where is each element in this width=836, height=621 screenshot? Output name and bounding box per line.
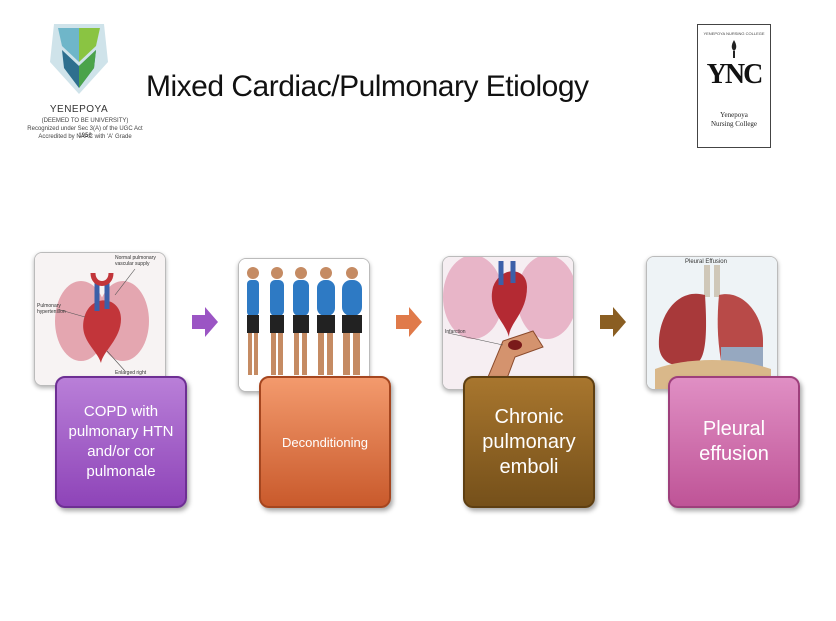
image-label-normal-pulmonary: Normal pulmonary [115, 255, 156, 261]
logo-line-2: Recognized under Sec 3(A) of the UGC Act… [27, 126, 143, 139]
image-label-pulmonary: Pulmonary [37, 303, 61, 309]
image-card-pulmonary-embolism: Infarction [442, 256, 574, 390]
step-box-chronic-pulmonary-emboli: Chronic pulmonary emboli [463, 376, 595, 508]
image-label-hypertension: hypertension [37, 309, 66, 315]
yenepoya-nursing-college-logo: YENEPOYA NURSING COLLEGE YNC Yenepoya Nu… [697, 24, 771, 148]
image-card-heart-lungs: Normal pulmonary vascular supply Pulmona… [34, 252, 166, 386]
heart-lungs-icon [35, 253, 165, 385]
step-box-copd: COPD with pulmonary HTN and/or cor pulmo… [55, 376, 187, 508]
arrow-right-icon [396, 307, 422, 337]
shield-icon [50, 24, 108, 94]
step-label: Chronic pulmonary emboli [482, 405, 576, 478]
arrow-right-icon [192, 307, 218, 337]
pulmonary-embolism-icon [443, 257, 573, 389]
step-label: Deconditioning [281, 434, 368, 450]
people-weight-gain-icon [239, 259, 369, 391]
lamp-flame-icon [731, 40, 737, 58]
step-label: COPD with pulmonary HTN and/or cor pulmo… [68, 403, 174, 480]
step-box-pleural-effusion: Pleural effusion [668, 376, 800, 508]
arrow-shape [192, 307, 218, 337]
image-card-pleural-effusion: Pleural Effusion [646, 256, 778, 390]
logo-top-text: YENEPOYA NURSING COLLEGE [703, 31, 765, 36]
logo-name-line-2: Nursing College [710, 120, 758, 128]
pleural-effusion-icon [647, 257, 777, 389]
yenepoya-university-logo: YENEPOYA (DEEMED TO BE UNIVERSITY) Recog… [24, 22, 146, 154]
image-label-enlarged-right: Enlarged right [115, 370, 147, 376]
arrow-shape [600, 307, 626, 337]
logo-line-1: (DEEMED TO BE UNIVERSITY) [41, 118, 129, 124]
image-label-infarction: Infarction [445, 329, 466, 335]
logo-name-line-1: Yenepoya [720, 111, 748, 119]
image-label-vascular-supply: vascular supply [115, 261, 150, 267]
logo-line-3: Accredited by NAAC with 'A' Grade [38, 134, 132, 140]
logo-monogram: YNC [706, 59, 764, 90]
logo-name: Yenepoya Nursing College [698, 111, 770, 129]
step-box-deconditioning: Deconditioning [259, 376, 391, 508]
brand-name: YENEPOYA [49, 104, 109, 115]
step-label: Pleural effusion [699, 418, 769, 465]
arrow-shape [396, 307, 422, 337]
image-card-people [238, 258, 370, 392]
slide-title: Mixed Cardiac/Pulmonary Etiology [146, 70, 589, 103]
arrow-right-icon [600, 307, 626, 337]
image-label-pleural-effusion: Pleural Effusion [685, 259, 727, 265]
